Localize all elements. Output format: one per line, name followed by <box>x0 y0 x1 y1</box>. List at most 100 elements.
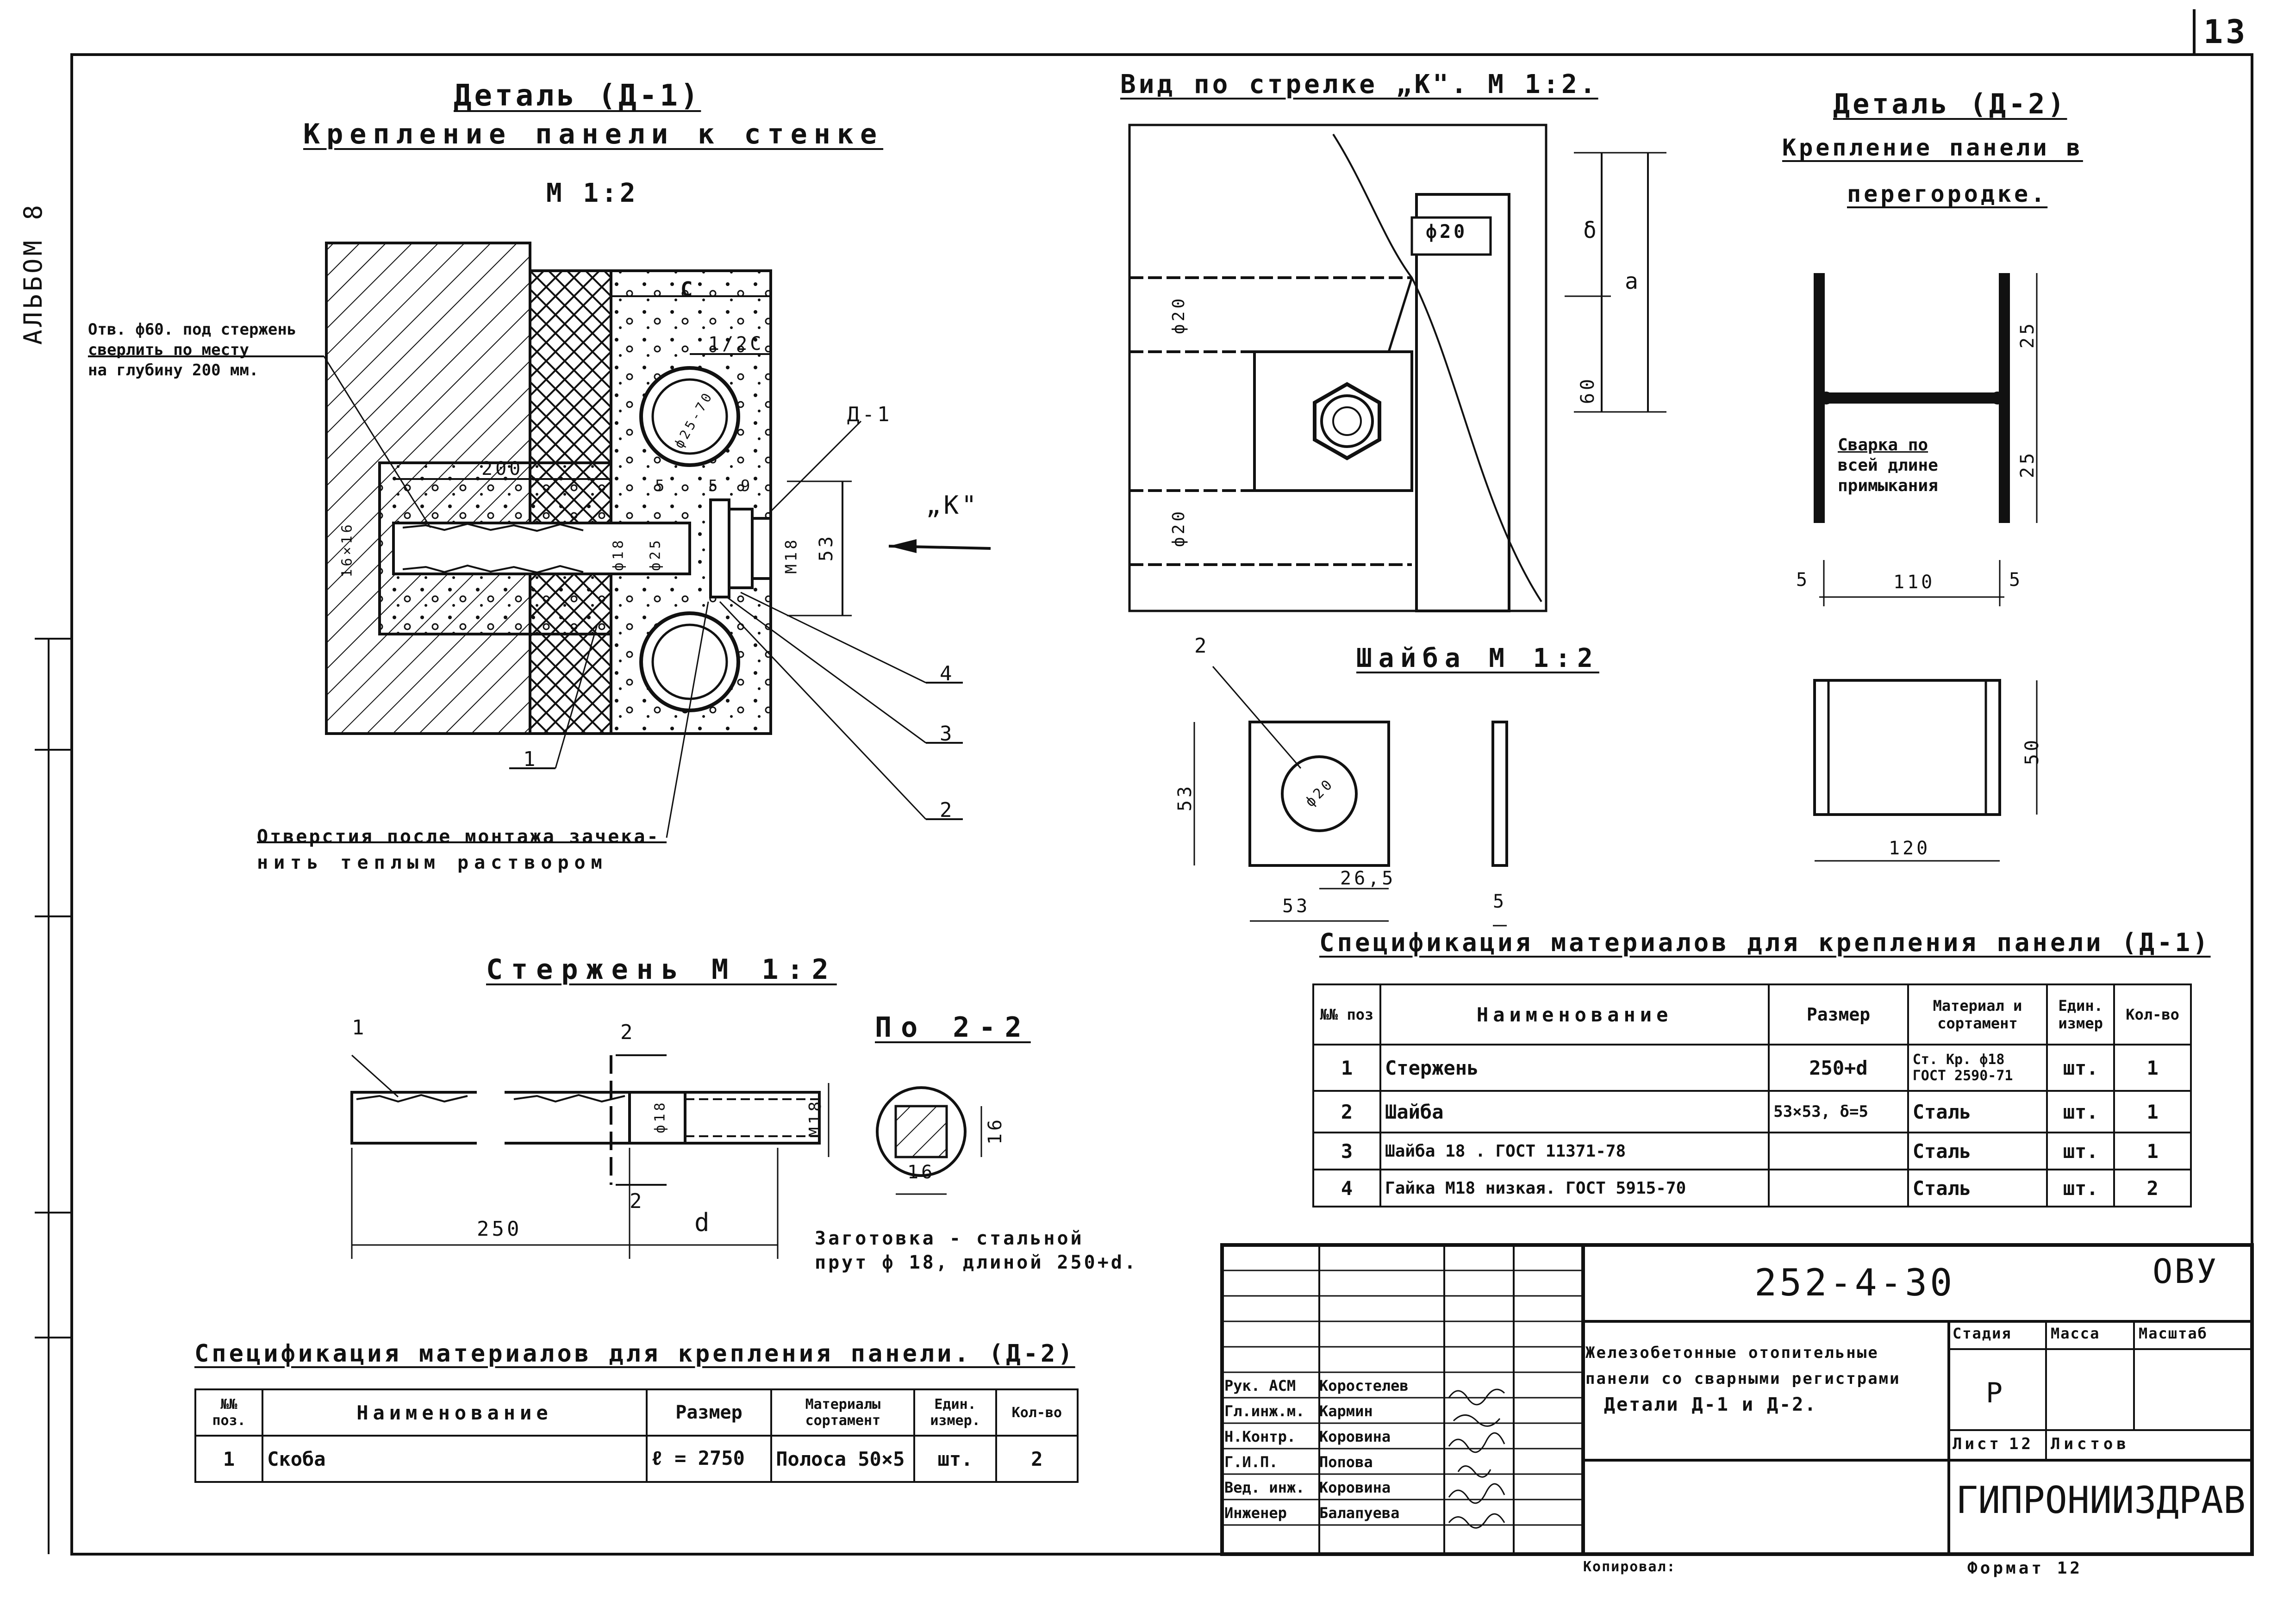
cell: 2 <box>995 1435 1079 1483</box>
dim-200: 200 <box>481 458 524 479</box>
stamp-section: ОВУ <box>2152 1252 2219 1291</box>
view-k-delta: δ <box>1583 218 1599 243</box>
view-k-phi20-top: ф20 <box>1426 221 1468 243</box>
cell: 4 <box>1312 1169 1382 1207</box>
spec-d1-header: Един. измер <box>2046 983 2115 1046</box>
spec-d1-row: 3 Шайба 18 . ГОСТ 11371-78 Сталь шт. 1 <box>1312 1132 2192 1170</box>
staff-role: Г.И.П. <box>1224 1453 1278 1471</box>
detail-d1-title: Деталь (Д-1) <box>454 79 701 113</box>
rod-d250: 250 <box>477 1217 522 1241</box>
cell: 1 <box>2113 1044 2192 1092</box>
staff-role: Инженер <box>1224 1504 1287 1522</box>
spec-d2-header: Един. измер. <box>913 1388 997 1437</box>
cell: 1 <box>194 1435 264 1483</box>
rod-d: d <box>694 1208 712 1237</box>
cell: Полоса 50×5 <box>770 1435 916 1483</box>
cell: Шайба 18 . ГОСТ 11371-78 <box>1379 1132 1770 1170</box>
callout-d1: Д-1 <box>847 403 892 426</box>
rod-section-bottom: 2 <box>630 1189 645 1213</box>
stamp-stage-label: Стадия <box>1953 1325 2012 1342</box>
stamp-description: Железобетонные отопительные панели со св… <box>1585 1340 1901 1418</box>
staff-row: Инженер Балапуева <box>1224 1500 1409 1526</box>
callout-2: 2 <box>940 798 955 822</box>
callout-3: 3 <box>940 722 955 746</box>
note-line: на глубину 200 мм. <box>88 361 259 380</box>
spec-d2-row: 1 Скоба ℓ = 2750 Полоса 50×5 шт. 2 <box>194 1435 1079 1483</box>
stamp-mass-label: Масса <box>2051 1325 2100 1342</box>
washer-d5: 5 <box>1493 891 1507 912</box>
detail-d1-scale: М 1:2 <box>546 178 638 208</box>
dim-5b: 5 <box>708 477 721 495</box>
spec-d2-header: Наименование <box>262 1388 648 1437</box>
spec-d1-row: 4 Гайка М18 низкая. ГОСТ 5915-70 Сталь ш… <box>1312 1169 2192 1207</box>
detail-d2-note: Сварка по всей длине примыкания <box>1838 435 1938 496</box>
cell: шт. <box>2046 1132 2115 1170</box>
cell: шт. <box>2046 1169 2115 1207</box>
spec-d1-header: №№ поз <box>1312 983 1382 1046</box>
spec-d1-header: Кол-во <box>2113 983 2192 1046</box>
staff-name: Коровина <box>1319 1428 1391 1445</box>
staff-role: Гл.инж.м. <box>1224 1402 1305 1420</box>
spec-d1-title: Спецификация материалов для крепления па… <box>1319 928 2211 957</box>
cell: 1 <box>1312 1044 1382 1092</box>
staff-name: Балапуева <box>1319 1504 1400 1522</box>
staff-name: Коровина <box>1319 1479 1391 1496</box>
dim-9: 9 <box>741 477 753 495</box>
arrow-k-label: „К" <box>926 491 980 520</box>
cell: ℓ = 2750 <box>645 1435 773 1483</box>
section-22-d16h: 16 <box>907 1162 936 1183</box>
d2-dim-5b: 5 <box>2009 569 2023 591</box>
cell: Шайба <box>1379 1090 1770 1133</box>
desc-line: Железобетонные отопительные <box>1585 1344 1879 1362</box>
staff-name: Попова <box>1319 1453 1373 1471</box>
detail-d2-subtitle1: Крепление панели в <box>1782 134 2083 161</box>
note-line: сверлить по месту <box>88 341 249 359</box>
detail-d2-subtitle2: перегородке. <box>1847 180 2048 207</box>
washer-d26-5: 26,5 <box>1340 868 1396 889</box>
cell: Сталь <box>1907 1090 2048 1133</box>
staff-name: Кармин <box>1319 1402 1373 1420</box>
d2-dim-120: 120 <box>1889 838 1931 859</box>
view-k-title: Вид по стрелке „К". М 1:2. <box>1120 69 1598 100</box>
detail-d2-title: Деталь (Д-2) <box>1833 88 2067 120</box>
note-line: Отверстия после монтажа зачека- <box>257 826 660 847</box>
spec-d2-title: Спецификация материалов для крепления па… <box>194 1340 1075 1368</box>
spec-d1-header: Наименование <box>1379 983 1770 1046</box>
stamp-copied: Копировал: <box>1583 1559 1676 1575</box>
spec-d2-header: Размер <box>645 1388 773 1437</box>
dim-c: C <box>680 278 696 301</box>
cell: 1 <box>2113 1132 2192 1170</box>
washer-callout: 2 <box>1194 634 1210 658</box>
stamp-scale-label: Масштаб <box>2139 1325 2208 1342</box>
desc-line: панели со сварными регистрами <box>1585 1369 1901 1388</box>
cell <box>1768 1132 1909 1170</box>
cell: шт. <box>2046 1090 2115 1133</box>
section-22-title: По 2-2 <box>875 1011 1031 1044</box>
cell: 2 <box>2113 1169 2192 1207</box>
rod-note: Заготовка - стальной прут ф 18, длиной 2… <box>815 1226 1138 1275</box>
stamp-code: 252-4-30 <box>1754 1261 1955 1304</box>
staff-row: Гл.инж.м. Кармин <box>1224 1399 1409 1424</box>
cell: 53×53, δ=5 <box>1768 1090 1909 1133</box>
stamp-stage: Р <box>1986 1377 2006 1409</box>
cell <box>1768 1169 1909 1207</box>
spec-d2-header: №№ поз. <box>194 1388 264 1437</box>
spec-d1-table: №№ поз Наименование Размер Материал и со… <box>1312 983 2192 1207</box>
cell: Стержень <box>1379 1044 1770 1092</box>
spec-d2-table: №№ поз. Наименование Размер Материалы со… <box>194 1388 1079 1483</box>
callout-4: 4 <box>940 662 955 685</box>
detail-d1-subtitle: Крепление панели к стенке <box>303 118 884 150</box>
detail-d1-hole-note: Отв. ф60. под стержень сверлить по месту… <box>88 319 296 380</box>
sheet-number: 13 <box>2203 13 2248 51</box>
spec-d2-header: Кол-во <box>995 1388 1079 1437</box>
staff-row: Вед. инж.Коровина <box>1224 1475 1409 1500</box>
note-line: Заготовка - стальной <box>815 1228 1084 1249</box>
staff-row: Н.Контр.Коровина <box>1224 1424 1409 1450</box>
note-line: Отв. ф60. под стержень <box>88 320 297 339</box>
